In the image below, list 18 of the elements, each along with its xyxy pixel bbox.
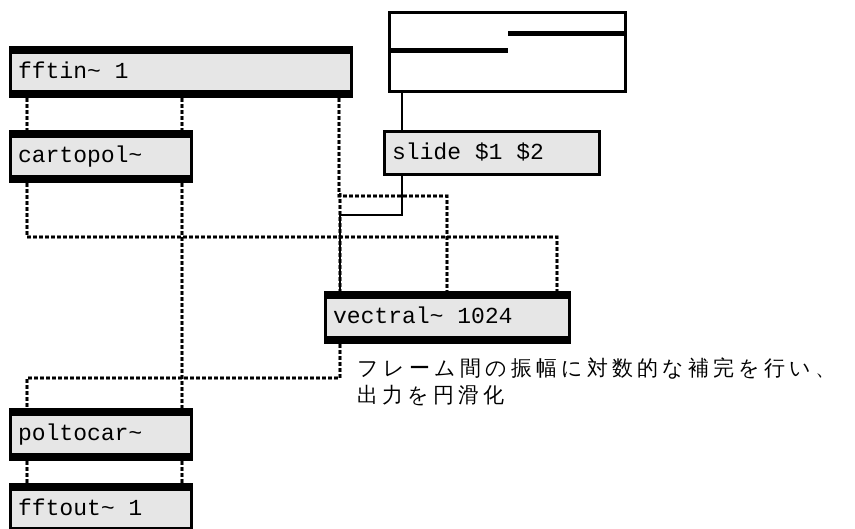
- signal-patch-cord: [26, 183, 558, 291]
- object-box: vectral~ 1024: [324, 291, 571, 344]
- signal-patch-cord: [26, 344, 342, 408]
- signal-patch-cord: [180, 461, 184, 483]
- signal-patch-cord: [338, 98, 448, 291]
- signal-patch-cord: [26, 98, 28, 130]
- object-box: poltocar~: [9, 408, 193, 461]
- comment-text: フレーム間の振幅に対数的な補完を行い、出力を円滑化: [357, 355, 841, 409]
- object-box: cartopol~: [9, 130, 193, 183]
- object-box: fftout~ 1: [9, 483, 193, 529]
- signal-patch-cord: [180, 98, 184, 130]
- patch-cord: [401, 93, 403, 130]
- signal-patch-cord: [180, 183, 184, 408]
- message-box: slide $1 $2: [383, 130, 601, 176]
- patch-cord: [339, 176, 403, 291]
- object-box: fftin~ 1: [9, 46, 353, 98]
- slider-display: [388, 11, 627, 93]
- signal-patch-cord: [26, 461, 28, 483]
